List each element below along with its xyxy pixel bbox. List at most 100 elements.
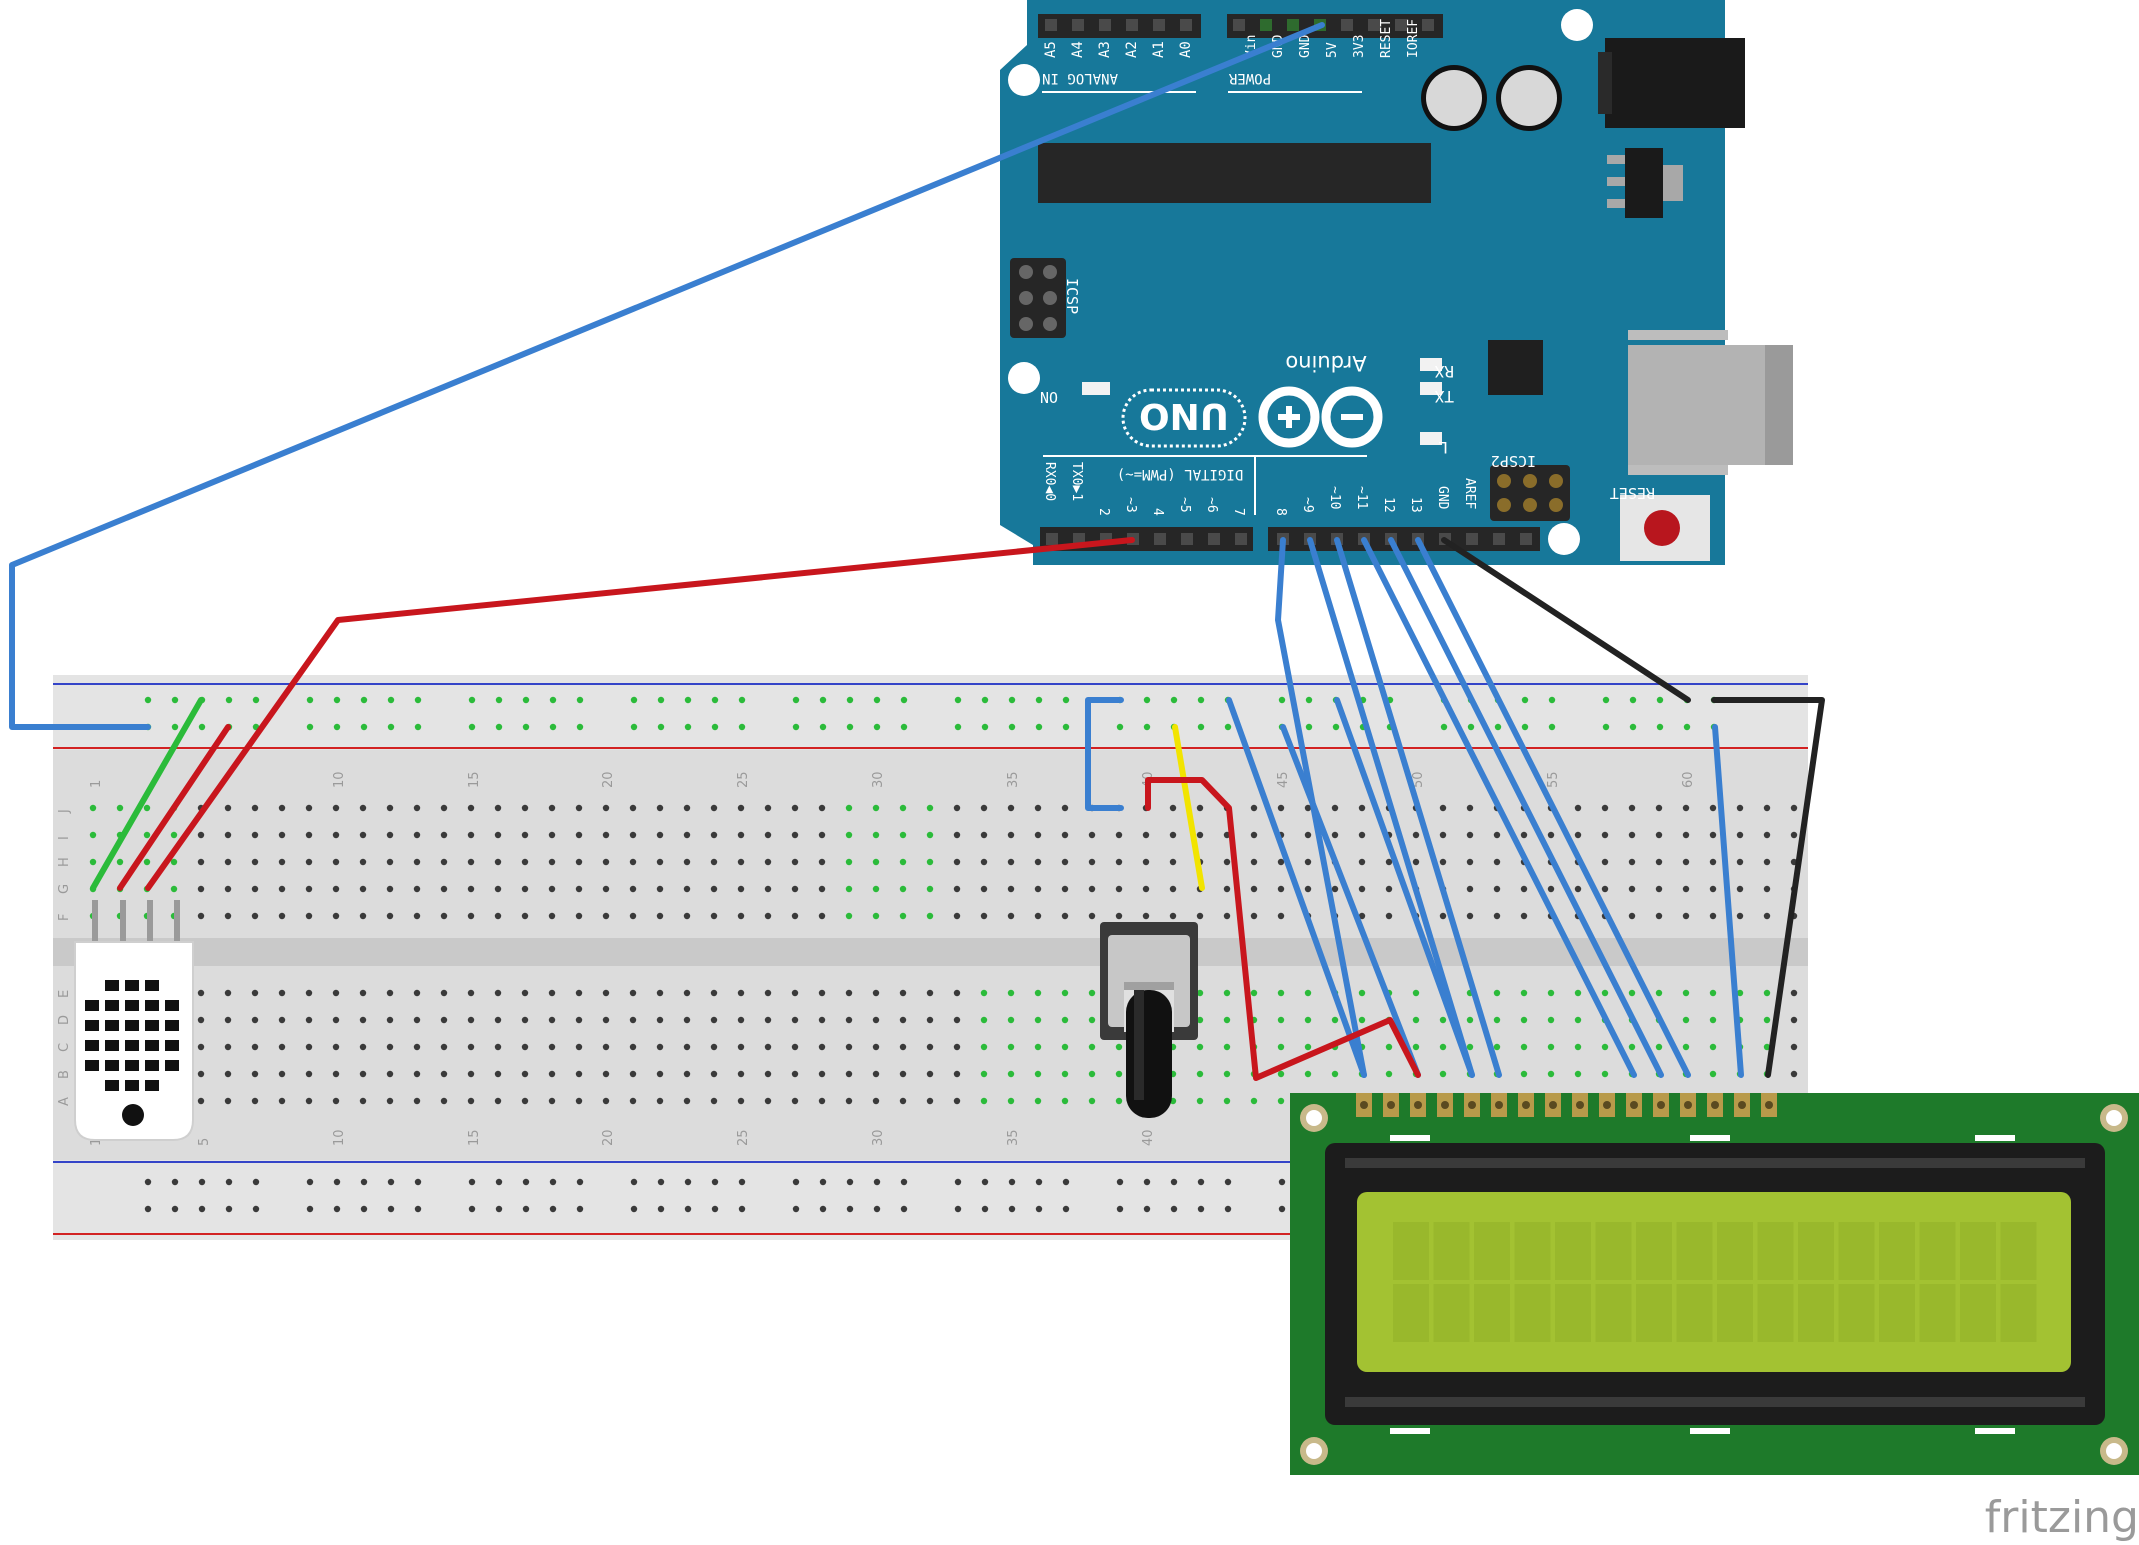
power-pin-label: RESET bbox=[1379, 19, 1394, 58]
breadboard-hole bbox=[1223, 1043, 1231, 1051]
breadboard-hole bbox=[359, 912, 367, 920]
breadboard-hole bbox=[1385, 858, 1393, 866]
breadboard-hole bbox=[629, 1016, 637, 1024]
wire-lcd-vdd[interactable] bbox=[1280, 724, 1421, 1078]
reset-button[interactable] bbox=[1644, 510, 1680, 546]
capacitor-top bbox=[1426, 70, 1482, 126]
wire-d8[interactable] bbox=[1275, 537, 1367, 1078]
wire-lcd-contrast[interactable] bbox=[1145, 777, 1421, 1081]
breadboard-hole bbox=[548, 831, 556, 839]
row-letter: A bbox=[57, 1097, 72, 1106]
rail-hole bbox=[144, 1178, 152, 1186]
rail-hole bbox=[387, 723, 395, 731]
breadboard-hole bbox=[602, 1043, 610, 1051]
breadboard-hole bbox=[413, 989, 421, 997]
breadboard-hole bbox=[602, 858, 610, 866]
breadboard-hole bbox=[305, 912, 313, 920]
breadboard-hole bbox=[1709, 1043, 1717, 1051]
grille-slot bbox=[145, 980, 159, 991]
breadboard-hole bbox=[791, 1043, 799, 1051]
breadboard-hole bbox=[872, 885, 880, 893]
breadboard-hole bbox=[602, 1097, 610, 1105]
breadboard-hole bbox=[386, 1070, 394, 1078]
wire-d13[interactable] bbox=[1415, 537, 1691, 1078]
breadboard-hole bbox=[89, 831, 97, 839]
column-number: 50 bbox=[1411, 771, 1426, 788]
breadboard-hole bbox=[440, 912, 448, 920]
wire-lcd-backlight[interactable] bbox=[1712, 724, 1744, 1078]
breadboard-hole bbox=[359, 858, 367, 866]
breadboard-hole bbox=[1655, 885, 1663, 893]
header-pin bbox=[1208, 533, 1220, 545]
header-pin bbox=[1235, 533, 1247, 545]
breadboard-hole bbox=[629, 804, 637, 812]
analog-pin-label: A5 bbox=[1043, 41, 1059, 58]
wire-gnd-lcd[interactable] bbox=[1711, 697, 1825, 1078]
rail-hole bbox=[1062, 1205, 1070, 1213]
breadboard-hole bbox=[656, 989, 664, 997]
breadboard-hole bbox=[656, 858, 664, 866]
breadboard-hole bbox=[791, 1070, 799, 1078]
wire-pot-wiper[interactable] bbox=[1172, 724, 1205, 891]
wire-gnd[interactable] bbox=[1441, 537, 1691, 703]
row-letter: F bbox=[57, 914, 72, 921]
wire-lcd-vss[interactable] bbox=[1226, 697, 1367, 1078]
breadboard-hole bbox=[710, 858, 718, 866]
breadboard-hole bbox=[1493, 1043, 1501, 1051]
breadboard-hole bbox=[764, 912, 772, 920]
breadboard-hole bbox=[359, 989, 367, 997]
breadboard-hole bbox=[656, 1016, 664, 1024]
wire-d11[interactable] bbox=[1361, 537, 1637, 1078]
breadboard-hole bbox=[1547, 1043, 1555, 1051]
breadboard-hole bbox=[278, 989, 286, 997]
rail-hole bbox=[711, 723, 719, 731]
wire-dht-red[interactable] bbox=[117, 724, 231, 891]
breadboard-hole bbox=[683, 885, 691, 893]
breadboard-hole bbox=[1520, 831, 1528, 839]
breadboard-hole bbox=[1547, 1070, 1555, 1078]
lcd-pin-hole bbox=[1522, 1101, 1530, 1109]
breadboard-hole bbox=[1169, 831, 1177, 839]
lcd-bezel-edge bbox=[1345, 1397, 2085, 1407]
wire-dht-data[interactable] bbox=[145, 537, 1135, 891]
breadboard-hole bbox=[440, 1097, 448, 1105]
rail-hole bbox=[1008, 1205, 1016, 1213]
rail-hole bbox=[846, 1205, 854, 1213]
breadboard-hole bbox=[1736, 858, 1744, 866]
breadboard-hole bbox=[899, 885, 907, 893]
wire-d10[interactable] bbox=[1334, 537, 1502, 1078]
rail-hole bbox=[1629, 696, 1637, 704]
breadboard-hole bbox=[1007, 804, 1015, 812]
mounting-hole bbox=[1548, 523, 1580, 555]
breadboard-hole bbox=[1520, 912, 1528, 920]
breadboard-hole bbox=[791, 1016, 799, 1024]
breadboard-hole bbox=[1628, 858, 1636, 866]
wire-5v[interactable] bbox=[9, 22, 1325, 730]
breadboard-hole bbox=[413, 885, 421, 893]
breadboard-hole bbox=[629, 885, 637, 893]
lcd-pin-hole bbox=[1657, 1101, 1665, 1109]
breadboard-hole bbox=[521, 1097, 529, 1105]
breadboard-hole bbox=[386, 858, 394, 866]
rail-hole bbox=[306, 696, 314, 704]
grille-slot bbox=[145, 1000, 159, 1011]
wire-d9[interactable] bbox=[1307, 537, 1475, 1078]
lcd-pin-hole bbox=[1711, 1101, 1719, 1109]
breadboard-hole bbox=[791, 989, 799, 997]
breadboard-hole bbox=[224, 1043, 232, 1051]
breadboard-hole bbox=[872, 831, 880, 839]
column-number: 10 bbox=[332, 771, 347, 788]
breadboard-hole bbox=[1358, 1016, 1366, 1024]
lcd-cell bbox=[1555, 1222, 1591, 1280]
breadboard-hole bbox=[1736, 885, 1744, 893]
wire-d12[interactable] bbox=[1388, 537, 1664, 1078]
breadboard-hole bbox=[845, 858, 853, 866]
rail-hole bbox=[171, 1178, 179, 1186]
wire-dht-vcc[interactable] bbox=[90, 697, 204, 891]
wire-lcd-rw[interactable] bbox=[1334, 697, 1475, 1078]
breadboard-hole bbox=[953, 885, 961, 893]
lcd-cell bbox=[1960, 1222, 1996, 1280]
rail-hole bbox=[171, 696, 179, 704]
header-pin bbox=[1368, 19, 1380, 31]
wire-pot-gnd[interactable] bbox=[1085, 697, 1124, 811]
